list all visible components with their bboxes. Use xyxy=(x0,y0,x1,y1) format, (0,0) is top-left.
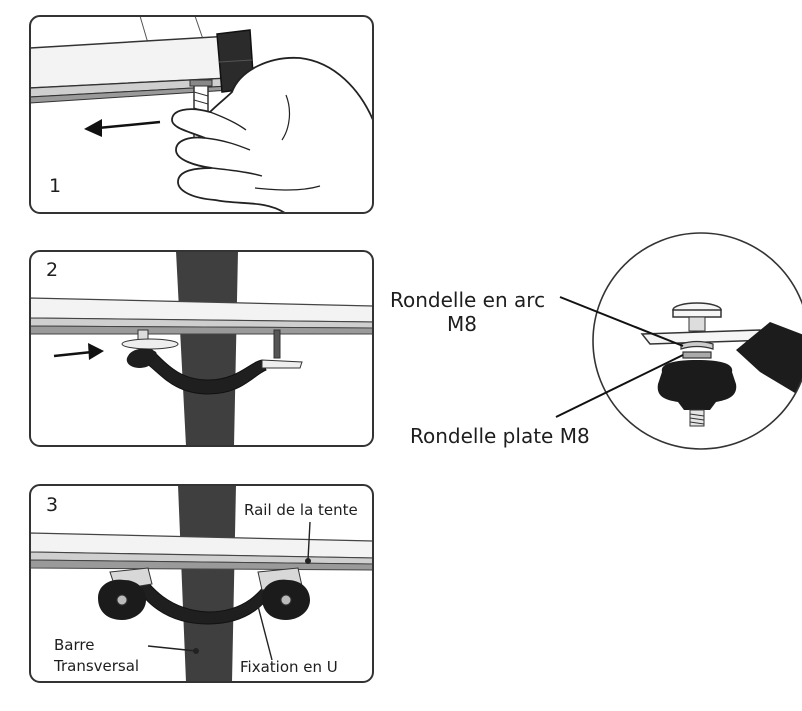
flat-washer-label: Rondelle plate M8 xyxy=(410,424,590,448)
step-2-panel xyxy=(29,250,374,447)
left-plate xyxy=(121,329,179,368)
step-3-number: 3 xyxy=(46,494,59,516)
cross-bar-label-line2: Transversal xyxy=(54,657,140,675)
pull-arrow xyxy=(84,119,161,137)
cross-bar xyxy=(176,251,238,446)
step-1-number: 1 xyxy=(49,175,62,197)
step-1-panel xyxy=(29,15,374,214)
tent-rail xyxy=(30,297,373,335)
tent-rail-label: Rail de la tente xyxy=(244,501,358,519)
right-knob xyxy=(262,579,310,620)
flat-washer xyxy=(682,351,712,359)
detail-view xyxy=(555,232,802,450)
u-clamp-strap xyxy=(736,322,802,398)
hand xyxy=(171,56,373,213)
cross-bar-label-line1: Barre xyxy=(54,636,95,654)
tent-rail xyxy=(30,532,373,571)
u-clamp-leader xyxy=(257,605,273,661)
left-knob xyxy=(98,579,146,620)
curved-washer-label: Rondelle en arc xyxy=(390,288,546,312)
curved-washer xyxy=(680,340,714,350)
curved-washer-leader xyxy=(559,296,684,347)
cross-bar xyxy=(178,485,236,682)
bolt-head xyxy=(672,302,722,332)
step-2-number: 2 xyxy=(46,259,59,281)
cross-bar-leader xyxy=(147,645,197,652)
curved-washer-size-label: M8 xyxy=(447,312,477,336)
tent-rail-leader xyxy=(307,521,311,561)
u-clamp-label: Fixation en U xyxy=(240,658,338,676)
push-arrow xyxy=(53,343,104,360)
step-3-panel xyxy=(29,484,374,683)
u-clamp xyxy=(141,347,267,395)
knob xyxy=(657,360,737,427)
cross-bar-profile xyxy=(30,35,231,104)
right-plate xyxy=(261,329,303,369)
flat-washer-leader xyxy=(555,354,684,418)
